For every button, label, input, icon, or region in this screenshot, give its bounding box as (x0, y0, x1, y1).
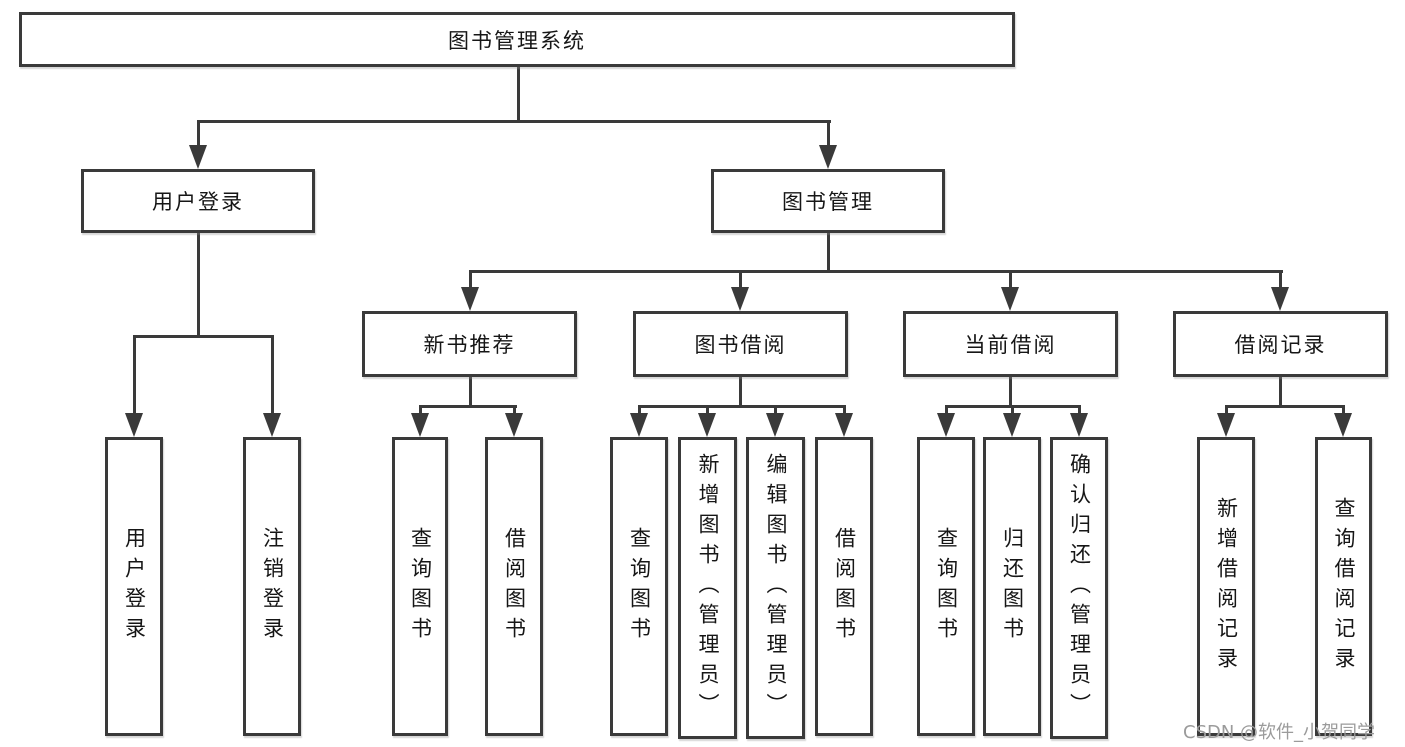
connector-root-stem (517, 67, 520, 122)
arrowhead-nb-borrow (505, 413, 523, 437)
arrowhead-br-add (1217, 413, 1235, 437)
node-new-book-recommend-label: 新书推荐 (423, 333, 516, 357)
node-book-borrow: 图书借阅 (633, 311, 848, 377)
node-current-borrow-label: 当前借阅 (964, 333, 1057, 357)
arrowhead-nb-query (411, 413, 429, 437)
connector-drop-br-query (1342, 405, 1345, 417)
connector-drop-book-borrow (739, 270, 742, 290)
node-root-system: 图书管理系统 (19, 12, 1015, 67)
arrowhead-br-query (1334, 413, 1352, 437)
connector-drop-logout (271, 335, 274, 415)
connector-drop-borrow-record (1279, 270, 1282, 290)
connector-drop-cb-query (945, 405, 948, 417)
node-leaf-borrow-books-rec: 借阅图书 (485, 437, 543, 736)
node-leaf-return-books: 归还图书 (983, 437, 1041, 736)
connector-drop-book-mgmt (827, 120, 830, 148)
node-leaf-return-books-label: 归还图书 (1000, 526, 1025, 647)
arrowhead-book-mgmt (819, 145, 837, 169)
connector-level3-bar (469, 270, 1283, 273)
node-new-book-recommend: 新书推荐 (362, 311, 577, 377)
connector-drop-user-login-leaf (133, 335, 136, 415)
node-user-login-label: 用户登录 (152, 190, 244, 214)
node-leaf-logout: 注销登录 (243, 437, 301, 736)
node-leaf-add-borrow-record: 新增借阅记录 (1197, 437, 1255, 736)
arrowhead-new-book-rec (461, 287, 479, 311)
node-root-system-label: 图书管理系统 (448, 28, 586, 53)
connector-drop-nb-borrow (513, 405, 516, 417)
connector-book-mgmt-stem (827, 233, 830, 273)
connector-new-book-rec-stem (469, 377, 472, 407)
node-leaf-query-borrow-record-label: 查询借阅记录 (1332, 496, 1356, 677)
node-leaf-logout-label: 注销登录 (260, 526, 285, 647)
arrowhead-bb-edit (766, 413, 784, 437)
node-leaf-query-books-rec-label: 查询图书 (408, 526, 433, 647)
connector-user-login-stem (197, 233, 200, 338)
node-leaf-query-borrow-record: 查询借阅记录 (1315, 437, 1372, 736)
node-leaf-query-books-current: 查询图书 (917, 437, 975, 736)
node-book-management-label: 图书管理 (782, 190, 874, 214)
node-leaf-query-books-current-label: 查询图书 (934, 526, 959, 647)
connector-borrow-record-bar (1225, 405, 1345, 408)
node-leaf-query-books-borrow: 查询图书 (610, 437, 668, 736)
node-current-borrow: 当前借阅 (903, 311, 1118, 377)
connector-drop-bb-borrow (843, 405, 846, 417)
connector-new-book-rec-bar (419, 405, 517, 408)
connector-drop-cb-return (1011, 405, 1014, 417)
node-leaf-user-login: 用户登录 (105, 437, 163, 736)
connector-drop-bb-query (638, 405, 641, 417)
connector-book-borrow-stem (739, 377, 742, 407)
node-leaf-borrow-books-label: 借阅图书 (832, 526, 857, 647)
arrowhead-bb-add (698, 413, 716, 437)
connector-drop-cb-confirm (1078, 405, 1081, 417)
arrowhead-logout (263, 413, 281, 437)
node-borrow-record-label: 借阅记录 (1234, 333, 1327, 357)
node-leaf-add-books-admin: 新增图书（管理员） (678, 437, 737, 739)
connector-borrow-record-stem (1279, 377, 1282, 407)
connector-drop-user-login (197, 120, 200, 148)
arrowhead-borrow-record (1271, 287, 1289, 311)
node-user-login: 用户登录 (81, 169, 315, 233)
arrowhead-current-borrow (1001, 287, 1019, 311)
node-borrow-record: 借阅记录 (1173, 311, 1388, 377)
arrowhead-book-borrow (731, 287, 749, 311)
node-leaf-edit-books-admin-label: 编辑图书（管理员） (764, 453, 788, 723)
arrowhead-bb-query (630, 413, 648, 437)
node-leaf-confirm-return-admin-label: 确认归还（管理员） (1067, 453, 1092, 723)
arrowhead-cb-confirm (1070, 413, 1088, 437)
node-leaf-borrow-books-rec-label: 借阅图书 (502, 526, 527, 647)
arrowhead-cb-return (1003, 413, 1021, 437)
connector-drop-nb-query (419, 405, 422, 417)
node-leaf-borrow-books: 借阅图书 (815, 437, 873, 736)
connector-drop-br-add (1225, 405, 1228, 417)
connector-level2-bar (197, 120, 831, 123)
connector-drop-bb-add (706, 405, 709, 417)
node-leaf-add-borrow-record-label: 新增借阅记录 (1214, 496, 1239, 677)
connector-book-borrow-bar (638, 405, 846, 408)
arrowhead-user-login (189, 145, 207, 169)
arrowhead-cb-query (937, 413, 955, 437)
arrowhead-user-login-leaf (125, 413, 143, 437)
connector-current-borrow-stem (1009, 377, 1012, 407)
node-leaf-edit-books-admin: 编辑图书（管理员） (746, 437, 805, 739)
node-leaf-confirm-return-admin: 确认归还（管理员） (1050, 437, 1108, 739)
connector-drop-new-book-rec (469, 270, 472, 290)
node-leaf-user-login-label: 用户登录 (122, 526, 147, 647)
connector-user-login-bar (133, 335, 274, 338)
node-book-borrow-label: 图书借阅 (694, 333, 787, 357)
connector-drop-bb-edit (774, 405, 777, 417)
node-leaf-add-books-admin-label: 新增图书（管理员） (696, 453, 720, 723)
csdn-watermark: CSDN @软件_小贺同学 (1183, 722, 1376, 743)
arrowhead-bb-borrow (835, 413, 853, 437)
node-leaf-query-books-rec: 查询图书 (392, 437, 448, 736)
node-leaf-query-books-borrow-label: 查询图书 (627, 526, 652, 647)
node-book-management: 图书管理 (711, 169, 945, 233)
connector-drop-current-borrow (1009, 270, 1012, 290)
